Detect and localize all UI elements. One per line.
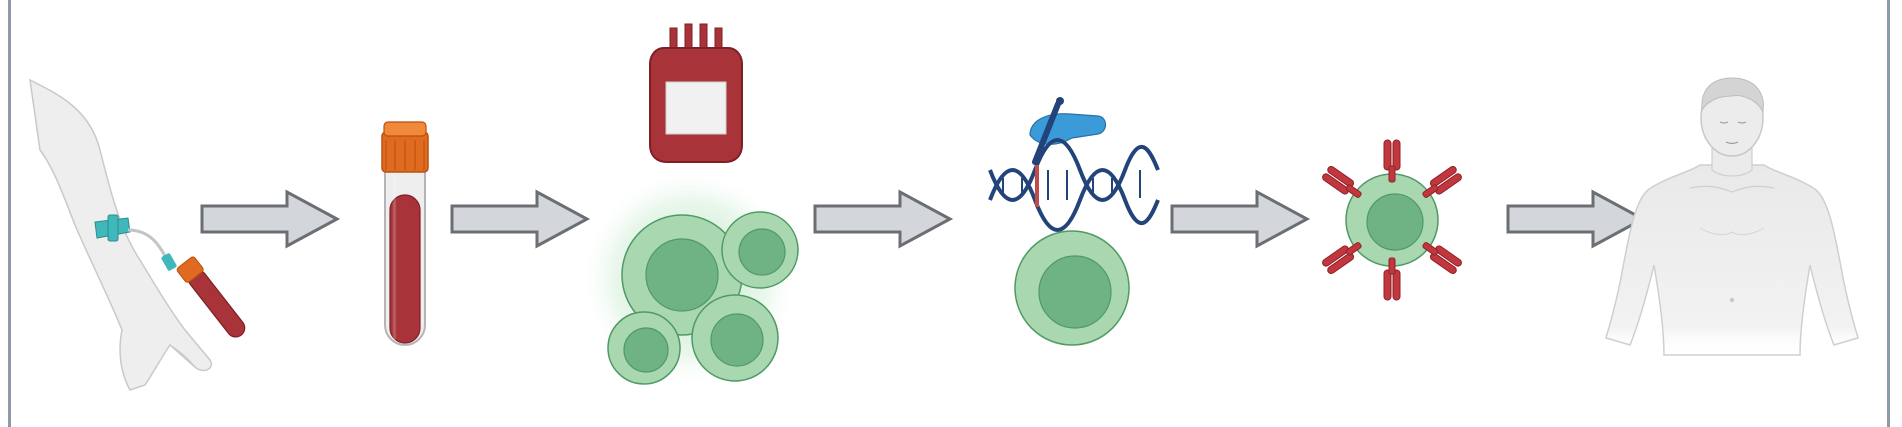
arm-shape	[29, 78, 212, 391]
arm-with-blood-collection-icon	[29, 78, 246, 391]
gene-editing-dna-icon	[988, 97, 1160, 346]
blood-bag-icon	[649, 23, 743, 163]
blood-collection-tube-icon	[381, 121, 429, 346]
arrow-4	[1170, 190, 1309, 248]
arrow-5	[1506, 190, 1645, 248]
arrow-3	[813, 190, 952, 248]
left-border-rule	[8, 0, 11, 427]
arrow-2	[450, 190, 589, 248]
car-t-cell-with-receptors-icon	[1320, 139, 1464, 301]
collection-tube-small	[176, 256, 246, 338]
pen-icon	[1032, 101, 1061, 165]
t-cells-cluster-icon	[580, 168, 800, 388]
patient-body-icon	[1605, 77, 1859, 356]
arrow-1	[200, 190, 339, 248]
right-border-rule	[1887, 0, 1890, 427]
blood-bag-label	[665, 81, 727, 135]
